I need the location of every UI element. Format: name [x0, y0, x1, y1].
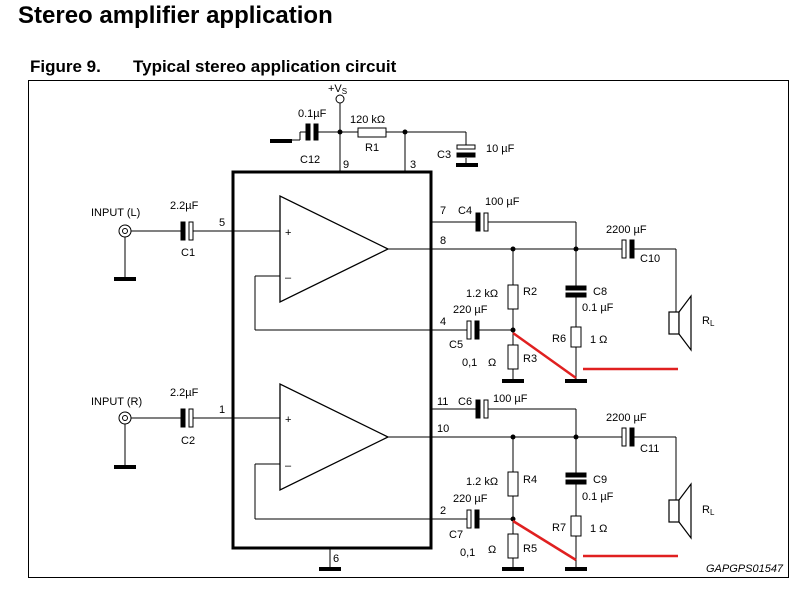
- c8-label: C8: [593, 286, 607, 298]
- amp-left-plus: +: [285, 227, 291, 239]
- input-left-label: INPUT (L): [91, 207, 140, 219]
- c4-label: C4: [458, 205, 472, 217]
- c2-label: C2: [181, 435, 195, 447]
- amplifier-right: + –: [279, 382, 390, 492]
- c8-value: 0.1 µF: [582, 302, 614, 314]
- c11-label: C11: [640, 443, 659, 455]
- c1-label: C1: [181, 247, 195, 259]
- r6-label: R6: [552, 333, 566, 345]
- pin-1: 1: [219, 404, 225, 416]
- c5-label: C5: [449, 339, 463, 351]
- c7-label: C7: [449, 529, 463, 541]
- r5-value: 0,1: [460, 547, 475, 559]
- c9-value: 0.1 µF: [582, 491, 614, 503]
- resistors: [357, 127, 582, 559]
- document-title: Stereo amplifier application: [18, 2, 333, 29]
- c6-label: C6: [458, 396, 472, 408]
- rl-right-label: RL: [702, 504, 715, 517]
- c10-label: C10: [640, 253, 660, 265]
- speaker-right: [668, 482, 692, 540]
- doc-code: GAPGPS01547: [706, 563, 784, 575]
- ground-symbols: [114, 139, 587, 571]
- amplifier-left: + –: [279, 194, 390, 304]
- c12-label: C12: [300, 154, 320, 166]
- r1-value: 120 kΩ: [350, 114, 385, 126]
- c7-value: 220 µF: [453, 493, 488, 505]
- input-jack-right: [118, 411, 132, 425]
- r2-label: R2: [523, 286, 537, 298]
- c3-label: C3: [437, 149, 451, 161]
- r6-value: 1 Ω: [590, 334, 607, 346]
- junctions: [337, 129, 579, 522]
- pin-6: 6: [333, 553, 339, 565]
- figure-title: Typical stereo application circuit: [133, 57, 397, 76]
- pin-7: 7: [440, 205, 446, 217]
- r5-ohm: Ω: [488, 544, 496, 556]
- speaker-left: [668, 294, 692, 352]
- c4-value: 100 µF: [485, 196, 520, 208]
- r5-label: R5: [523, 543, 537, 555]
- input-jack-left: [118, 224, 132, 238]
- r3-value: 0,1: [462, 357, 477, 369]
- capacitors: [180, 123, 635, 529]
- pin-9: 9: [343, 159, 349, 171]
- r4-label: R4: [523, 474, 537, 486]
- c1-value: 2.2µF: [170, 200, 199, 212]
- c6-value: 100 µF: [493, 393, 528, 405]
- figure-number: Figure 9.: [30, 57, 101, 76]
- pin-8: 8: [440, 235, 446, 247]
- c12-value: 0.1µF: [298, 108, 327, 120]
- wires: [124, 103, 677, 568]
- pin-4: 4: [440, 316, 446, 328]
- amp-right-minus: –: [285, 460, 292, 472]
- r2-value: 1.2 kΩ: [466, 288, 498, 300]
- input-right-label: INPUT (R): [91, 396, 142, 408]
- r7-value: 1 Ω: [590, 523, 607, 535]
- c11-value: 2200 µF: [606, 412, 647, 424]
- r3-label: R3: [523, 353, 537, 365]
- amp-right-plus: +: [285, 414, 291, 426]
- pin-numbers: 9 3 5 1 7 8 4 11 10 2 6: [219, 159, 449, 565]
- supply-label: +VS: [328, 83, 347, 96]
- pin-11: 11: [437, 396, 448, 408]
- r7-label: R7: [552, 522, 566, 534]
- r4-value: 1.2 kΩ: [466, 476, 498, 488]
- pin-5: 5: [219, 217, 225, 229]
- c2-value: 2.2µF: [170, 387, 199, 399]
- supply-terminal: [335, 94, 345, 104]
- c5-value: 220 µF: [453, 304, 488, 316]
- r1-label: R1: [365, 142, 379, 154]
- c10-value: 2200 µF: [606, 224, 647, 236]
- ic-package: [231, 170, 433, 550]
- red-annotations: [512, 331, 678, 562]
- rl-left-label: RL: [702, 315, 715, 328]
- r3-ohm: Ω: [488, 357, 496, 369]
- figure-frame: [28, 80, 789, 578]
- c9-label: C9: [593, 474, 607, 486]
- c3-value: 10 µF: [486, 143, 515, 155]
- pin-10: 10: [437, 423, 449, 435]
- pin-2: 2: [440, 505, 446, 517]
- component-labels: 0.1µF C12 120 kΩ R1 C3 10 µF INPUT (L) 2…: [91, 108, 784, 575]
- amp-left-minus: –: [285, 272, 292, 284]
- pin-3: 3: [410, 159, 416, 171]
